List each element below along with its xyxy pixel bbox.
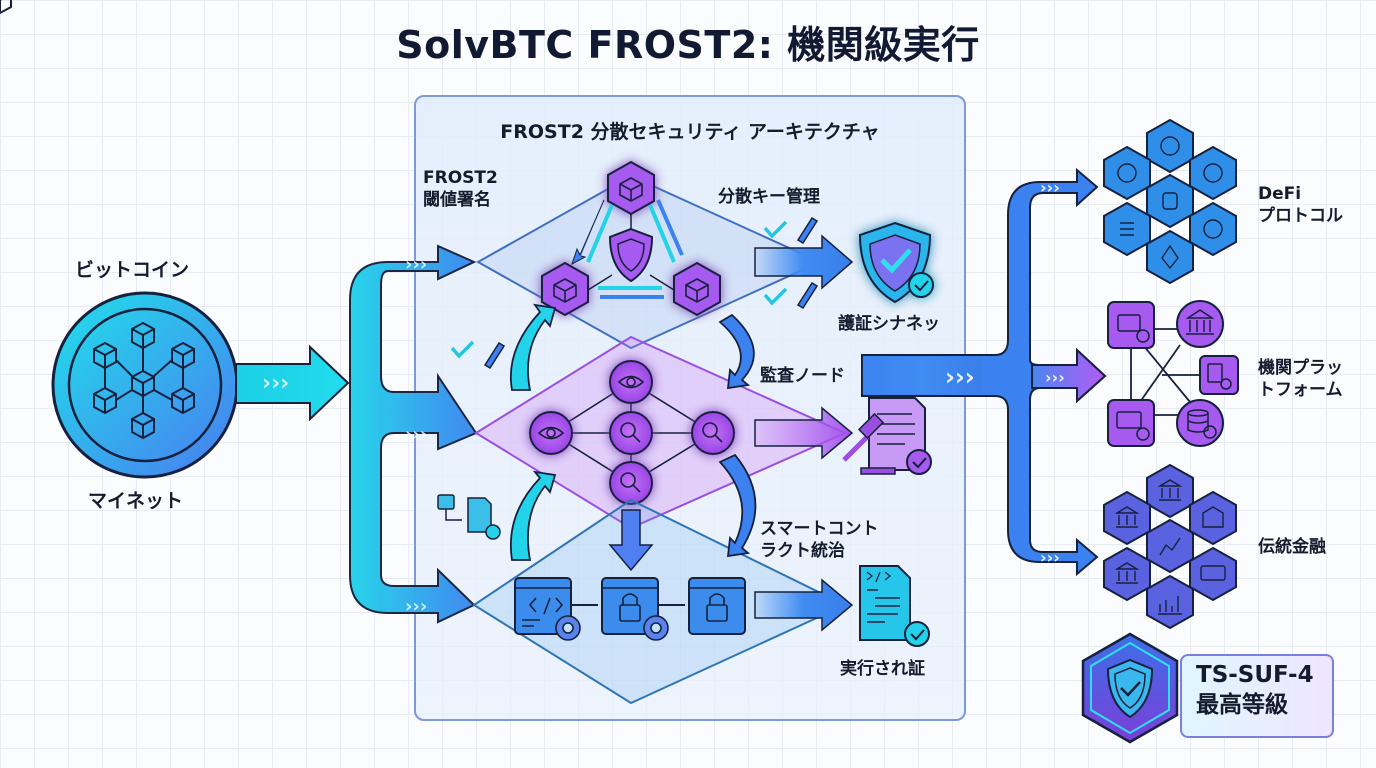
magnifier-icon — [620, 422, 636, 438]
tradfi-hex — [1189, 546, 1237, 602]
shield-icon — [608, 227, 654, 283]
executed-proof-document-icon — [859, 565, 930, 647]
governance-label-line1: スマートコント — [760, 519, 879, 539]
defi-label-line2: プロトコル — [1258, 206, 1343, 226]
defi-hex — [1146, 229, 1194, 285]
svg-text:›››: ››› — [1040, 548, 1060, 567]
flow-chevrons: ››› ››› ››› ››› — [262, 254, 427, 617]
svg-text:›››: ››› — [1040, 178, 1060, 197]
lock-window-icon — [688, 577, 746, 635]
exchange-arrows — [571, 199, 684, 299]
audit-node-search-right — [691, 411, 735, 455]
destination-defi-label: DeFi プロトコル — [1258, 183, 1343, 227]
defi-hex — [1146, 118, 1194, 174]
input-flow-arrows: ››› ››› ››› ››› — [235, 244, 478, 624]
destination-institutional-label: 機関プラッ トフォーム — [1258, 357, 1343, 401]
source-label-mainnet: マイネット — [88, 490, 184, 512]
defi-hex — [1189, 145, 1237, 201]
briefcase-icon — [1107, 301, 1155, 349]
blockchain-cubes-icon — [0, 0, 195, 439]
institutional-label-line1: 機関プラッ — [1258, 358, 1343, 378]
bitcoin-mainnet-coin — [0, 0, 239, 479]
document-icon — [1199, 355, 1239, 395]
audit-gavel-document-icon — [842, 397, 932, 475]
signer-node-left — [541, 261, 589, 317]
svg-text:›››: ››› — [262, 371, 289, 396]
tradfi-label-line1: 伝統金融 — [1258, 537, 1326, 557]
traditional-finance-cluster — [1103, 463, 1237, 630]
defi-hex — [1146, 173, 1194, 229]
threshold-label-line1: FROST2 — [423, 168, 498, 188]
svg-text:›››: ››› — [1045, 368, 1065, 387]
svg-text:›››: ››› — [405, 424, 427, 445]
threshold-signature-label: FROST2 閾値署名 — [423, 167, 498, 211]
attestation-label: 護証シナネッ — [838, 314, 940, 334]
governance-label: スマートコント ラクト統治 — [760, 518, 879, 562]
check-pen-icons — [437, 216, 819, 540]
magnifier-icon — [620, 472, 636, 488]
badge-rating-grade: 最高等級 — [1196, 692, 1288, 718]
eye-icon — [617, 375, 645, 389]
threshold-signature-layer — [475, 160, 823, 350]
destination-tradfi-label: 伝統金融 — [1258, 536, 1326, 558]
executed-proof-label: 実行され証 — [840, 659, 925, 679]
svg-text:›››: ››› — [945, 363, 975, 391]
audit-node-layer — [474, 335, 848, 530]
flow-chevrons: ››› ››› ››› ››› — [945, 178, 1065, 567]
audit-node-search-center — [609, 411, 653, 455]
defi-protocol-cluster — [1103, 118, 1237, 285]
panel-title: FROST2 分散セキュリティ アーキテクチャ — [500, 121, 880, 143]
audit-node-eye-left — [529, 411, 573, 455]
threshold-label-line2: 閾値署名 — [423, 190, 491, 210]
output-arrows — [754, 234, 854, 632]
shield-check-icon — [1106, 658, 1154, 719]
security-badge-icon — [1081, 632, 1179, 744]
institutional-label-line2: トフォーム — [1258, 380, 1343, 400]
gear-icons — [555, 615, 669, 641]
defi-label-line1: DeFi — [1258, 184, 1302, 204]
audit-node-search-bottom — [609, 461, 653, 505]
svg-text:›››: ››› — [405, 254, 427, 275]
tradfi-hex — [1189, 490, 1237, 546]
badge-rating-code: TS-SUF-4 — [1196, 662, 1314, 688]
defi-hex — [1189, 201, 1237, 257]
defi-hex — [1103, 145, 1151, 201]
feedback-arrows — [509, 303, 757, 561]
signer-node-right — [673, 261, 721, 317]
governance-label-line2: ラクト統治 — [760, 541, 845, 561]
audit-node-eye-top — [609, 360, 653, 404]
attestation-shield-icon — [858, 221, 934, 304]
institutional-platform-cluster — [1107, 300, 1239, 447]
tradfi-hex — [1146, 518, 1194, 574]
security-rating-text: TS-SUF-4 最高等級 — [1196, 660, 1314, 720]
document-flow-icon — [437, 494, 501, 540]
cube-glyphs — [553, 177, 709, 303]
security-rating-badge — [1180, 654, 1334, 738]
source-label-bitcoin: ビットコイン — [75, 259, 190, 281]
audit-nodes-label: 監査ノード — [760, 366, 845, 386]
bank-icon — [1176, 300, 1224, 348]
magnifier-icon — [702, 422, 718, 438]
tradfi-hex — [1146, 574, 1194, 630]
key-management-label: 分散キー管理 — [718, 187, 820, 207]
smart-contract-layer — [472, 498, 848, 705]
page-title: SolvBTC FROST2: 機関級実行 — [396, 23, 980, 67]
eye-icon — [537, 426, 565, 440]
distribution-arrows: ››› ››› ››› ››› — [861, 167, 1107, 577]
svg-text:›››: ››› — [405, 596, 427, 617]
